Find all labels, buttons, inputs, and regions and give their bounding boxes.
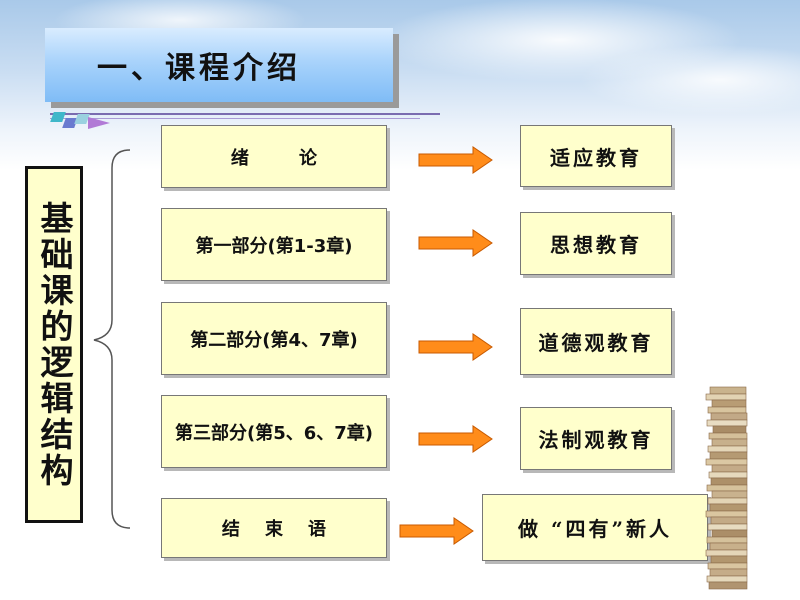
arrow-right-icon [418,229,493,257]
arrow-right-icon [399,517,474,545]
decorative-line [50,113,440,115]
outcome-box-law: 法制观教育 [520,407,672,470]
section-box-conclusion: 结 束 语 [161,498,387,558]
section-box-intro: 绪 论 [161,125,387,188]
book-stack-icon [705,386,748,590]
section-box-part3: 第三部分(第5、6、7章) [161,395,387,468]
structure-label: 基础课的逻辑结构 [35,200,74,489]
brace-icon [93,149,131,529]
section-label: 第三部分(第5、6、7章) [174,422,374,444]
outcome-label: 道德观教育 [538,331,654,355]
arrow-right-icon [418,425,493,453]
arrow-right-icon [418,333,493,361]
outcome-box-morality: 道德观教育 [520,308,672,375]
structure-label-box: 基础课的逻辑结构 [25,166,83,523]
decorative-line [50,118,420,119]
outcome-box-adaptation: 适应教育 [520,125,672,187]
decorative-triangle-icon [88,117,110,129]
outcome-box-new-person: 做 “四有”新人 [482,494,708,561]
section-label: 第一部分(第1-3章) [195,235,353,257]
outcome-label: 思想教育 [550,233,642,257]
section-box-part1: 第一部分(第1-3章) [161,208,387,281]
title-banner: 一、课程介绍 [45,28,393,102]
outcome-label: 适应教育 [550,145,642,170]
section-box-part2: 第二部分(第4、7章) [161,302,387,375]
arrow-right-icon [418,146,493,174]
section-label: 结 束 语 [221,519,327,540]
outcome-label: 做 “四有”新人 [518,517,672,541]
outcome-label: 法制观教育 [538,428,654,452]
section-label: 绪 论 [230,147,318,169]
outcome-box-thought: 思想教育 [520,212,672,275]
page-title: 一、课程介绍 [97,51,301,86]
section-label: 第二部分(第4、7章) [190,329,358,351]
